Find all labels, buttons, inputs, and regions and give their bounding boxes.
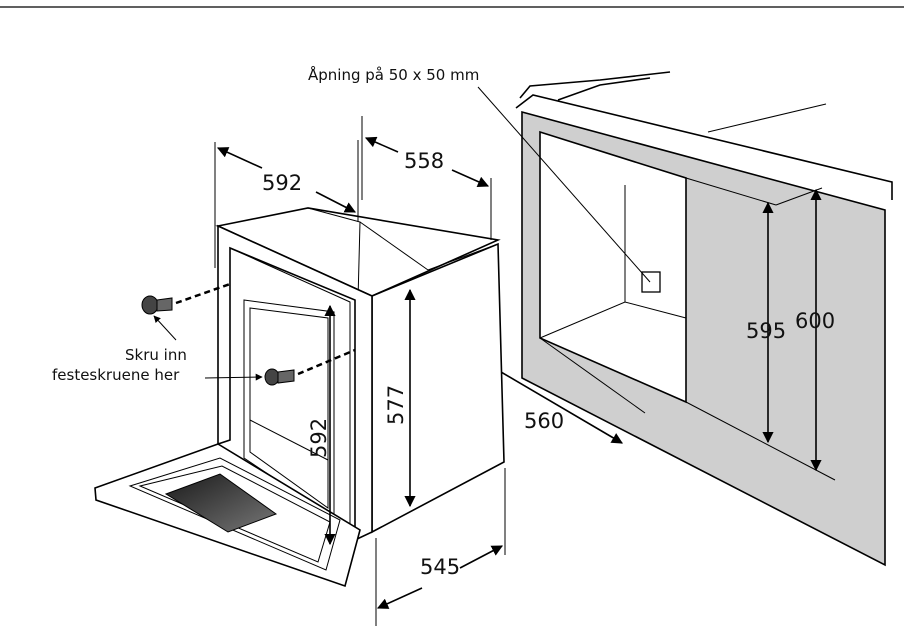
opening-label: Åpning på 50 x 50 mm: [308, 65, 479, 84]
dim-cavity-height-inner: 595: [746, 319, 786, 343]
cabinet: [477, 71, 893, 567]
dim-oven-body-height: 577: [384, 385, 408, 425]
vent-opening-square: [641, 271, 661, 293]
door-window: [164, 473, 278, 533]
dim-oven-top-depth: 558: [404, 149, 444, 173]
screw-upper: [141, 282, 231, 315]
oven-door-open: [94, 443, 361, 588]
oven-dimensions: [214, 116, 506, 626]
dim-oven-depth: 545: [420, 555, 460, 579]
screw-label-line2: festeskruene her: [52, 366, 180, 384]
screw-lower: [264, 348, 356, 386]
dim-cavity-height-outer: 600: [795, 309, 835, 333]
dim-cavity-depth: 560: [524, 409, 564, 433]
dim-oven-height: 592: [307, 418, 331, 458]
cavity-dimensions: [483, 188, 822, 472]
dim-oven-width: 592: [262, 171, 302, 195]
screw-label-line1: Skru inn: [125, 346, 187, 364]
